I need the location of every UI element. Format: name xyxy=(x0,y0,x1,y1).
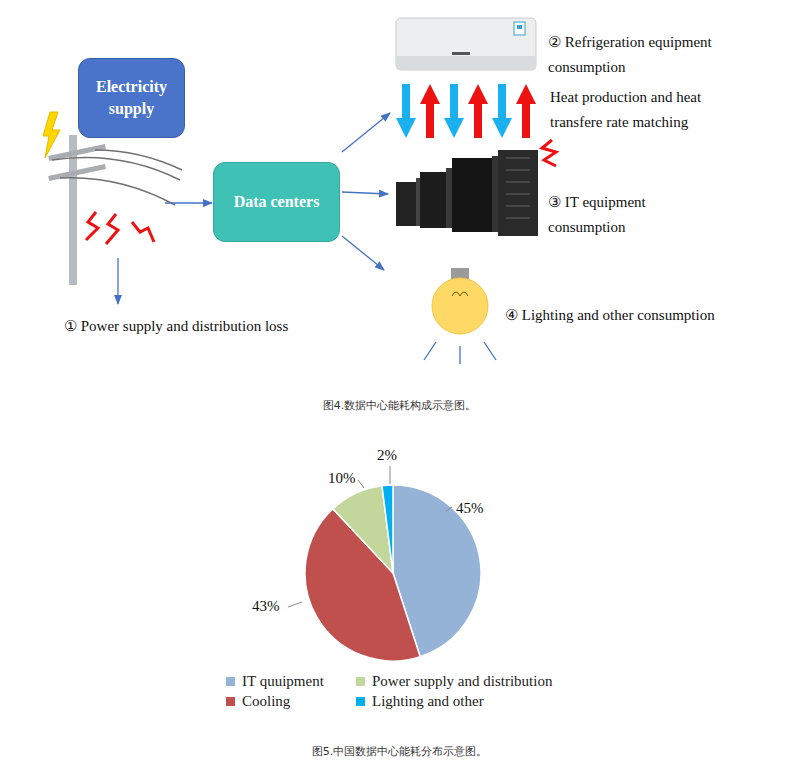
figure-caption: 图5.中国数据中心能耗分布示意图。 xyxy=(0,744,799,759)
pie-slice xyxy=(382,485,393,573)
legend-swatch xyxy=(356,677,365,686)
leader-line xyxy=(288,466,452,607)
legend-item: Power supply and distribution xyxy=(356,673,552,690)
heat-arrow xyxy=(444,84,464,138)
heat-arrow xyxy=(492,84,512,138)
process-box: Data centers xyxy=(213,162,340,242)
percent-label: 10% xyxy=(328,466,356,491)
legend-item: Cooling xyxy=(226,693,290,710)
legend-text: Lighting and other xyxy=(372,693,484,710)
callout-label: ④ Lighting and other consumption xyxy=(505,303,715,328)
heat-arrow xyxy=(396,84,416,138)
flow-arrow xyxy=(118,113,390,304)
box-label: Electricity supply xyxy=(87,76,176,119)
pie-chart xyxy=(305,485,481,661)
legend-swatch xyxy=(356,697,365,706)
legend-swatch xyxy=(226,677,235,686)
heat-zigzag xyxy=(86,140,556,244)
pie-slice xyxy=(333,486,393,573)
callout-label: ① Power supply and distribution loss xyxy=(64,314,288,339)
percent-label: 2% xyxy=(377,443,397,468)
callout-label: ③ IT equipment consumption xyxy=(548,190,708,240)
heat-arrow xyxy=(516,84,536,138)
heat-arrow xyxy=(468,84,488,138)
lightning-bolt xyxy=(43,112,60,158)
light-bulb xyxy=(424,268,496,364)
heat-arrows xyxy=(396,84,536,138)
callout-label: ② Refrigeration equipment consumption xyxy=(548,30,748,80)
box-label: Data centers xyxy=(234,191,320,213)
server-racks xyxy=(396,150,538,236)
air-conditioner xyxy=(396,18,536,70)
note-label: Heat production and heat transfere rate … xyxy=(550,85,750,135)
legend-text: Power supply and distribution xyxy=(372,673,552,690)
figure-caption: 图4.数据中心能耗构成示意图。 xyxy=(0,398,799,413)
legend-swatch xyxy=(226,697,235,706)
legend-item: Lighting and other xyxy=(356,693,484,710)
heat-arrow xyxy=(420,84,440,138)
utility-pole xyxy=(48,135,182,285)
legend-text: Cooling xyxy=(242,693,290,710)
percent-label: 45% xyxy=(456,496,484,521)
legend-item: IT quuipment xyxy=(226,673,324,690)
process-box: Electricity supply xyxy=(78,58,185,138)
legend-text: IT quuipment xyxy=(242,673,324,690)
percent-label: 43% xyxy=(252,594,280,619)
